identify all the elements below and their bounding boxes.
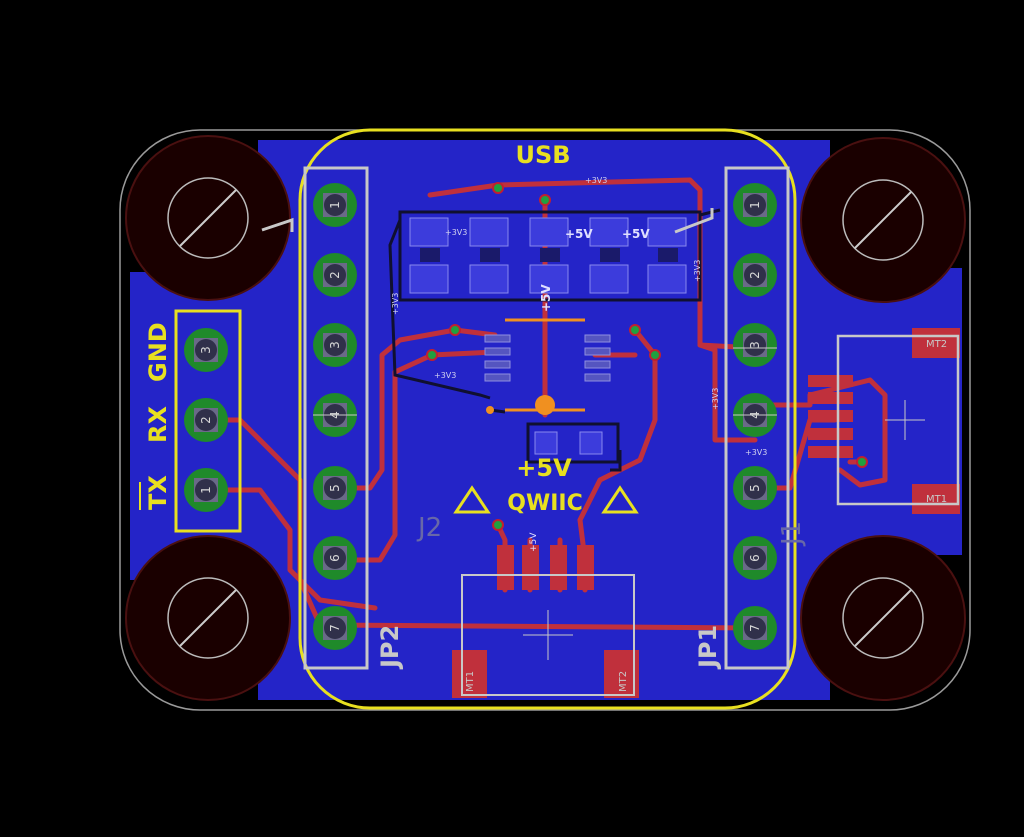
pin1-marker-right — [674, 208, 714, 234]
uart-gnd-label: GND — [144, 322, 172, 382]
uart-header-pins: 3 2 1 — [184, 328, 228, 512]
net-label-5v-a: +5V — [565, 227, 593, 241]
vias — [426, 182, 868, 531]
header-left-id: JP2 — [376, 625, 404, 670]
jp2-pin-number: 7 — [328, 624, 342, 632]
capacitor — [526, 422, 620, 464]
net-label-3v3-left: +3V3 — [391, 293, 400, 315]
jp1-pin-number: 7 — [748, 624, 762, 632]
uart-pin-number: 2 — [199, 416, 213, 424]
jp2-pin-6: 6 — [313, 536, 357, 580]
qwiic-outline — [298, 128, 797, 710]
net-label-3v3-r5: +3V3 — [693, 260, 702, 282]
usb-mt2-label: MT2 — [926, 339, 947, 350]
uart-tx-label: TX — [144, 475, 172, 510]
jp1-pin-1: 1 — [733, 183, 777, 227]
qwiic-connector — [452, 545, 639, 698]
usb-mt1-label: MT1 — [926, 494, 947, 505]
mounting-hole-bottom-left — [125, 535, 291, 701]
jp2-pin-number: 5 — [328, 484, 342, 492]
mounting-hole-bottom-right — [800, 535, 966, 701]
net-label-3v3-top: +3V3 — [585, 176, 607, 185]
power-label: +5V — [516, 454, 572, 482]
level-shifter-ic — [484, 318, 611, 415]
jp2-pin-number: 6 — [328, 554, 342, 562]
jp2-pin-number: 2 — [328, 271, 342, 279]
jp2-pin-number: 3 — [328, 341, 342, 349]
header-right-id: JP1 — [694, 625, 722, 670]
uart-pin-number: 1 — [199, 486, 213, 494]
net-label-3v3-usb: +3V3 — [745, 448, 767, 457]
net-label-3v3-right: +3V3 — [711, 388, 720, 410]
jp2-pin-1: 1 — [313, 183, 357, 227]
jp1-pin-number: 3 — [748, 341, 762, 349]
jp1-pin-2: 2 — [733, 253, 777, 297]
uart-pin-1: 1 — [184, 468, 228, 512]
net-label-5v-b: +5V — [622, 227, 650, 241]
jp1-pin-7: 7 — [733, 606, 777, 650]
qwiic-mt1-label: MT1 — [465, 671, 476, 692]
net-label-3v3-r1: +3V3 — [445, 228, 467, 237]
jp2-pin-2: 2 — [313, 253, 357, 297]
jp1-pin-5: 5 — [733, 466, 777, 510]
uart-rx-label: RX — [144, 406, 172, 443]
uart-pin-2: 2 — [184, 398, 228, 442]
jp2-pin-7: 7 — [313, 606, 357, 650]
uart-pin-3: 3 — [184, 328, 228, 372]
connector-j1-label: J1 — [777, 521, 807, 547]
resistor-array — [398, 210, 702, 302]
jp2-pin-number: 1 — [328, 201, 342, 209]
net-label-5v-qwiic: +5V — [529, 532, 539, 552]
jp1-pin-number: 5 — [748, 484, 762, 492]
jp1-pin-number: 2 — [748, 271, 762, 279]
uart-pin-number: 3 — [199, 346, 213, 354]
mounting-holes — [125, 135, 966, 701]
usb-label: USB — [515, 141, 570, 169]
net-label-5v-vert: +5V — [539, 284, 553, 312]
net-label-3v3-ic: +3V3 — [434, 371, 456, 380]
jp2-pin-5: 5 — [313, 466, 357, 510]
usb-connector — [808, 328, 960, 514]
qwiic-mt2-label: MT2 — [618, 671, 629, 692]
mounting-hole-top-right — [800, 137, 966, 303]
uart-header: 3 2 1 — [174, 309, 242, 533]
mounting-hole-top-left — [125, 135, 291, 301]
qwiic-label: QWIIC — [507, 491, 583, 516]
jp1-pin-6: 6 — [733, 536, 777, 580]
jp2-pin-3: 3 — [313, 323, 357, 367]
qwiic-arrow-right — [601, 485, 639, 514]
jp1-pin-3: 3 — [733, 323, 777, 367]
jp1-pin-number: 1 — [748, 201, 762, 209]
qwiic-arrow-left — [453, 485, 491, 514]
pin1-marker-left — [261, 217, 294, 232]
jp1-pin-number: 6 — [748, 554, 762, 562]
connector-j2-label: J2 — [416, 513, 442, 543]
